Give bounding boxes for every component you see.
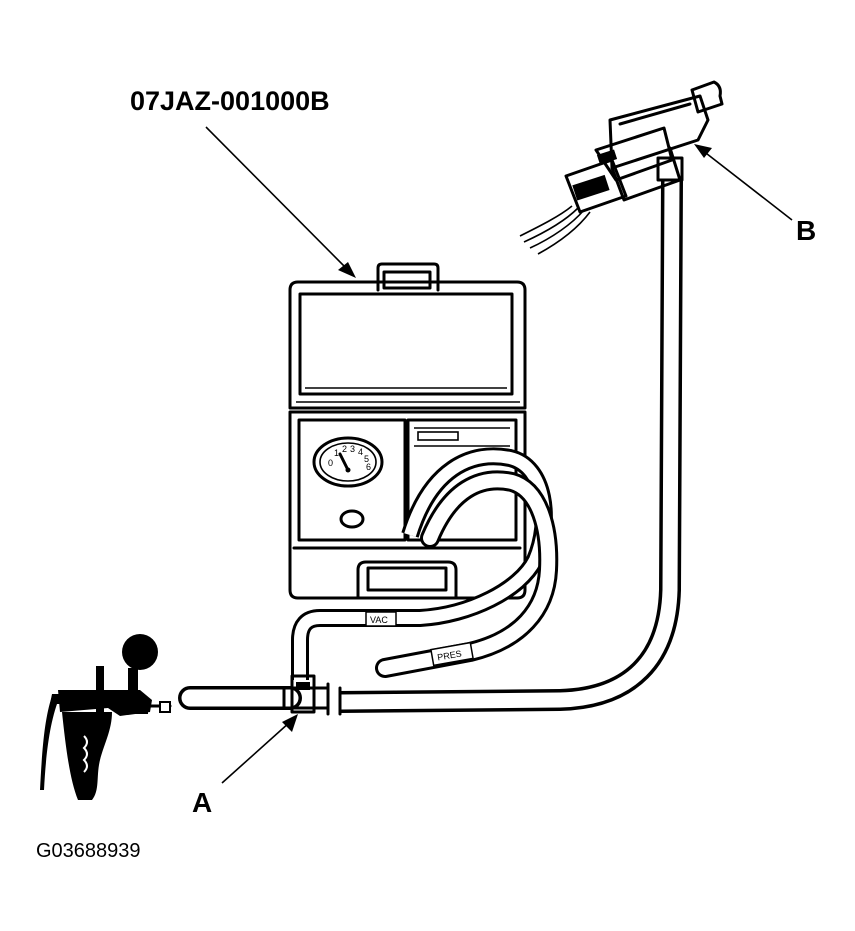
leader-part-number <box>205 126 356 278</box>
hose-tag-pres: PRES <box>430 641 474 667</box>
gauge-mark-4: 4 <box>358 447 363 457</box>
leader-a <box>221 714 298 784</box>
hose-tag-vac-text: VAC <box>370 615 388 625</box>
tester-knob <box>339 509 365 529</box>
gauge-mark-2: 2 <box>342 444 347 454</box>
main-hose <box>339 179 683 713</box>
sensor-connector <box>519 80 724 255</box>
hand-vacuum-pump <box>40 634 172 800</box>
callout-b-label: B <box>796 215 816 246</box>
gauge-needle <box>338 452 350 472</box>
gauge-mark-6: 6 <box>366 462 371 472</box>
hose-tag-pres-text: PRES <box>437 648 463 662</box>
gauge-mark-3: 3 <box>350 444 355 454</box>
tester-case-body <box>288 410 527 600</box>
gauge-mark-0: 0 <box>328 458 333 468</box>
pump-gauge-dial <box>122 634 158 670</box>
figure-id-label: G03688939 <box>36 840 141 862</box>
t-fitting <box>282 674 342 716</box>
tester-hoses: VAC PRES <box>291 447 559 680</box>
pressure-gauge: 0 1 2 3 4 5 6 <box>312 436 384 529</box>
gauge-mark-5: 5 <box>364 454 369 464</box>
callout-a-label: A <box>192 787 212 818</box>
hose-tag-vac: VAC <box>365 611 397 627</box>
gauge-mark-1: 1 <box>334 448 339 458</box>
leader-b <box>694 144 793 221</box>
tester-case-lid <box>288 262 527 410</box>
part-number-label: 07JAZ-001000B <box>130 86 330 116</box>
